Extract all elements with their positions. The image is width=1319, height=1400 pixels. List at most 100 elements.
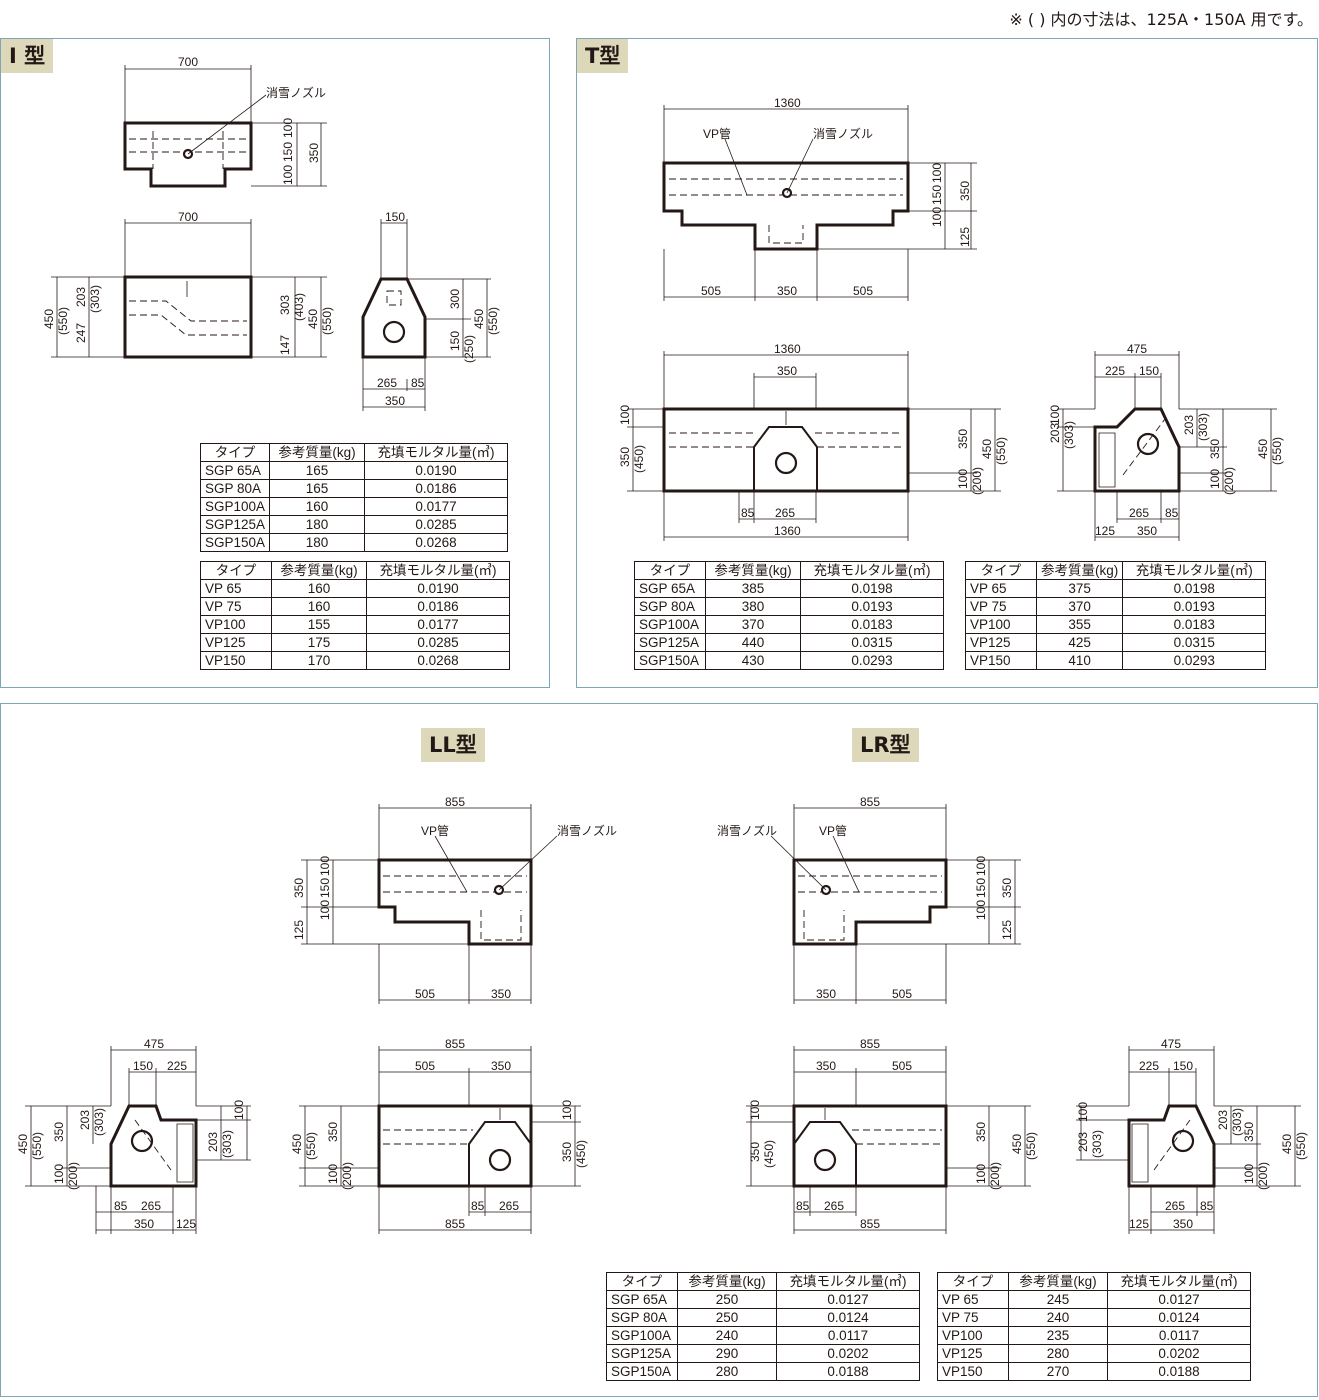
dim-lr-side-l3: 100 bbox=[1242, 1164, 1256, 1184]
dim-lr-side-b2: 265 bbox=[1165, 1199, 1185, 1213]
dim-ll-front-h: 450 bbox=[290, 1134, 304, 1154]
dim-t-top-b3: 505 bbox=[853, 284, 873, 298]
dim-lr-side-a: 150 bbox=[1173, 1059, 1193, 1073]
dim-lr-front-r2: 350 bbox=[748, 1142, 762, 1162]
dim-i-top-v1: 100 bbox=[281, 118, 295, 138]
dim-ll-top-v2: 150 bbox=[318, 878, 332, 898]
dim-lr-side-r2: 203 bbox=[1076, 1132, 1090, 1152]
dim-i-front-h-r-alt: (550) bbox=[320, 307, 334, 335]
dim-i-side-b2: 85 bbox=[411, 376, 425, 390]
dim-t-side-b2: 85 bbox=[1165, 506, 1179, 520]
dim-t-side-b4: 350 bbox=[1137, 524, 1157, 538]
dim-t-side-l2: 100 bbox=[1048, 405, 1062, 425]
dim-lr-side-l2: 350 bbox=[1242, 1122, 1256, 1142]
dim-i-front-r2: 147 bbox=[278, 335, 292, 355]
dim-t-top-v4: 125 bbox=[958, 227, 972, 247]
dim-lr-side-width: 475 bbox=[1161, 1037, 1181, 1051]
dim-lr-front-b2: 265 bbox=[824, 1199, 844, 1213]
dim-lr-side-r2-alt: (303) bbox=[1090, 1130, 1104, 1158]
dim-t-side-b3: 125 bbox=[1095, 524, 1115, 538]
dim-t-front-l2: 350 bbox=[618, 447, 632, 467]
dim-i-front-r1-alt: (403) bbox=[292, 293, 306, 321]
dim-lr-front-h: 450 bbox=[1010, 1134, 1024, 1154]
dim-ll-front-b2: 265 bbox=[499, 1199, 519, 1213]
title-i-type: I 型 bbox=[1, 39, 54, 73]
dim-i-front-h-alt: (550) bbox=[56, 307, 70, 335]
dim-ll-side-l3-alt: (200) bbox=[66, 1162, 80, 1190]
dim-ll-side-b2: 265 bbox=[141, 1199, 161, 1213]
dim-lr-front-width-b: 855 bbox=[860, 1217, 880, 1231]
dim-t-front-width-b: 1360 bbox=[774, 524, 801, 538]
dim-lr-front-t1: 505 bbox=[892, 1059, 912, 1073]
dim-i-top-width: 700 bbox=[178, 55, 198, 69]
dim-lr-side-l1-alt: (303) bbox=[1230, 1108, 1244, 1136]
dim-lr-side-b: 225 bbox=[1139, 1059, 1159, 1073]
dim-ll-front-width: 855 bbox=[445, 1037, 465, 1051]
dim-lr-side-h-alt: (550) bbox=[1294, 1132, 1308, 1160]
title-t-type: T型 bbox=[577, 39, 629, 73]
dim-lr-front-t2: 350 bbox=[816, 1059, 836, 1073]
dim-i-top-height: 350 bbox=[307, 143, 321, 163]
dim-lr-top-v3: 100 bbox=[974, 900, 988, 920]
dim-i-front-width: 700 bbox=[178, 210, 198, 224]
label-lr-nozzle: 消雪ノズル bbox=[717, 823, 777, 838]
dim-ll-top-v1: 100 bbox=[318, 856, 332, 876]
dim-i-front-b: 247 bbox=[74, 323, 88, 343]
dim-lr-side-l1: 203 bbox=[1216, 1110, 1230, 1130]
dim-i-side-h1: 300 bbox=[448, 289, 462, 309]
dim-t-front-width: 1360 bbox=[774, 342, 801, 356]
dim-lr-front-v1: 350 bbox=[974, 1122, 988, 1142]
dim-t-top-v1: 100 bbox=[930, 163, 944, 183]
dim-t-side-b1: 265 bbox=[1129, 506, 1149, 520]
dim-ll-front-v2-alt: (200) bbox=[340, 1162, 354, 1190]
dim-t-side-r2: 350 bbox=[1208, 439, 1222, 459]
dim-lr-side-r1: 100 bbox=[1076, 1102, 1090, 1122]
dim-t-front-b1: 85 bbox=[741, 506, 755, 520]
dim-i-side-h2-alt: (250) bbox=[462, 335, 476, 363]
dim-t-side-r3-alt: (200) bbox=[1222, 467, 1236, 495]
dim-t-side-width: 475 bbox=[1127, 342, 1147, 356]
dim-ll-side-l1-alt: (303) bbox=[92, 1108, 106, 1136]
label-t-nozzle: 消雪ノズル bbox=[813, 126, 873, 141]
dim-ll-side-h: 450 bbox=[16, 1134, 30, 1154]
dim-ll-side-a: 150 bbox=[133, 1059, 153, 1073]
dim-ll-side-l2: 350 bbox=[52, 1122, 66, 1142]
dim-i-front-a: 203 bbox=[74, 287, 88, 307]
dim-lr-front-r1: 100 bbox=[748, 1100, 762, 1120]
dim-t-front-r2-alt: (200) bbox=[970, 467, 984, 495]
dim-t-top-v3: 100 bbox=[930, 207, 944, 227]
dim-ll-front-width-b: 855 bbox=[445, 1217, 465, 1231]
dim-t-top-width: 1360 bbox=[774, 96, 801, 110]
panel-l-types: LL型 LR型 855 VP管 消雪ノズル 350 125 100 150 10… bbox=[0, 703, 1318, 1397]
label-i-nozzle: 消雪ノズル bbox=[266, 85, 326, 100]
dim-ll-side-b3: 350 bbox=[134, 1217, 154, 1231]
dim-i-top-v3: 100 bbox=[281, 165, 295, 185]
dim-i-side-h2: 150 bbox=[448, 331, 462, 351]
dim-t-side-r1: 203 bbox=[1182, 415, 1196, 435]
dim-lr-side-b1: 85 bbox=[1200, 1199, 1214, 1213]
dim-t-side-a: 225 bbox=[1105, 364, 1125, 378]
dim-lr-front-v2-alt: (200) bbox=[988, 1162, 1002, 1190]
